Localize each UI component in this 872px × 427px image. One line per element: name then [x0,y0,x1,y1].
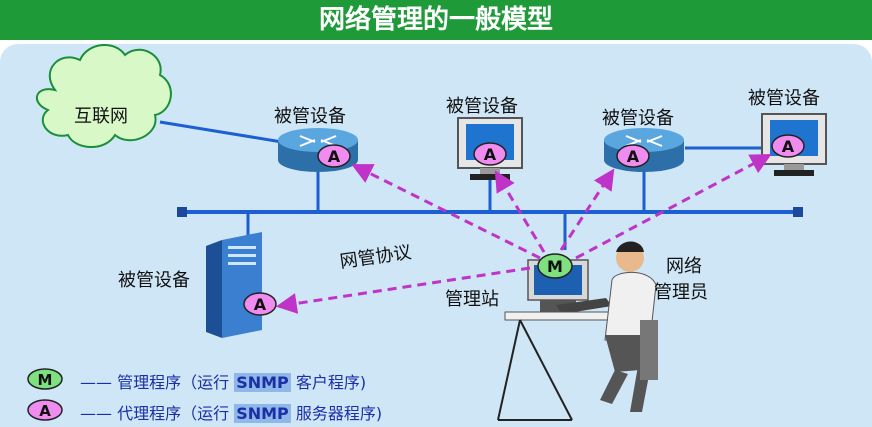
protocol-arrow-monitor-right [575,154,772,260]
legend-manager-snmp: SNMP [234,373,291,392]
internet-cloud-icon [36,43,172,148]
legend-agent-snmp: SNMP [234,404,291,423]
svg-text:A: A [39,402,51,420]
managed-device-label: 被管设备 [602,108,674,129]
svg-text:M: M [38,371,53,389]
legend-agent-badge: A [27,399,63,421]
protocol-arrow-server [275,266,531,314]
manager-badge-station: M [537,253,573,279]
managed-device-label: 被管设备 [446,96,518,117]
managed-device-label: 被管设备 [274,106,346,127]
page-title: 网络管理的一般模型 [318,5,553,35]
bus-terminator-left-icon [177,207,187,217]
agent-badge-router-right: A [616,144,650,168]
management-station-label: 管理站 [445,289,499,310]
monitor-icon [761,113,827,176]
agent-badge-server: A [243,292,277,316]
administrator-label-line1: 网络 [666,256,702,277]
svg-text:A: A [254,295,267,314]
administrator-label-line2: 管理员 [654,282,708,303]
agent-badge-router-left: A [317,144,351,168]
svg-text:M: M [547,257,563,276]
legend-agent-prefix: —— 代理程序（运行 [80,404,230,423]
bus-terminator-right-icon [793,207,803,217]
legend-agent: —— 代理程序（运行 SNMP 服务器程序) [80,400,382,424]
managed-device-label: 被管设备 [118,270,190,291]
agent-badge-monitor-mid: A [473,142,507,166]
legend-manager-prefix: —— 管理程序（运行 [80,373,230,392]
legend-manager-suffix: 客户程序) [295,373,367,392]
administrator-icon [600,241,658,412]
svg-text:A: A [782,137,795,156]
legend-manager-badge: M [27,368,63,390]
svg-text:A: A [627,147,640,166]
legend-agent-suffix: 服务器程序) [295,404,383,423]
internet-link [159,120,283,144]
title-bar [0,0,872,40]
agent-badge-monitor-right: A [771,134,805,158]
svg-text:A: A [484,145,497,164]
managed-device-label: 被管设备 [748,88,820,109]
internet-label: 互联网 [74,106,128,127]
legend-manager: —— 管理程序（运行 SNMP 客户程序) [80,369,366,393]
protocol-arrow-router-left [351,164,541,260]
protocol-arrow-monitor-mid [494,170,546,253]
protocol-arrow-router-right [559,168,615,251]
server-icon [206,232,262,338]
svg-text:A: A [328,147,341,166]
